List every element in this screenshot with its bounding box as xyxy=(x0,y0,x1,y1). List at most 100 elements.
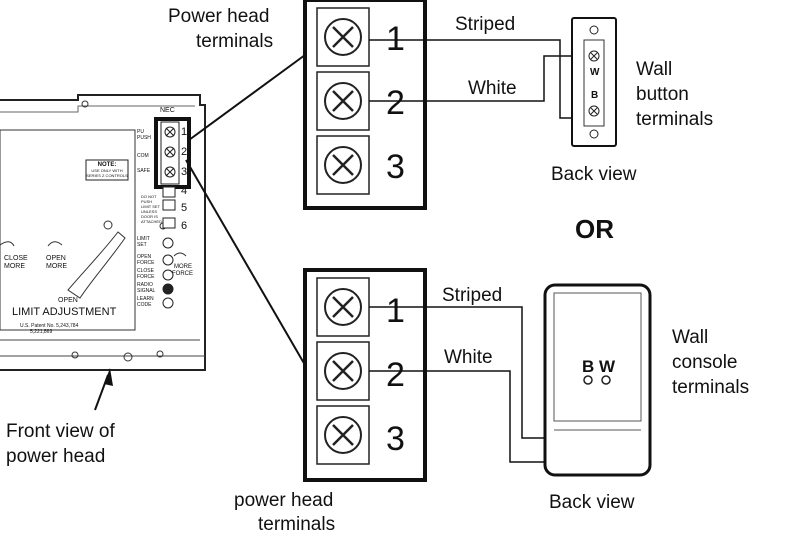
power-head-front-view: NOTE: USE ONLY WITH SERIES Z CONTROLS CL… xyxy=(0,94,206,467)
b-terminal-screw-cross xyxy=(590,107,598,115)
nec-label: NEC xyxy=(160,107,175,114)
patent-label-2: 5,221,869 xyxy=(30,329,52,335)
wall-button-label-line1: Wall xyxy=(636,59,672,80)
small-terminal-number: 6 xyxy=(181,220,187,232)
front-view-label-line1: Front view of xyxy=(6,421,115,442)
back-view-label-top: Back view xyxy=(551,164,637,185)
open-more-label-2: MORE xyxy=(46,263,67,270)
radio-signal-led xyxy=(162,283,174,295)
wall-button-label-line3: terminals xyxy=(636,109,713,130)
do-not-push-label: PUSH xyxy=(141,199,152,204)
or-label: OR xyxy=(575,214,614,244)
terminal-number-2: 2 xyxy=(386,84,405,122)
radio-signal-label: SIGNAL xyxy=(137,288,156,294)
screw-icon xyxy=(123,352,133,362)
front-view-label-line2: power head xyxy=(6,446,105,467)
terminal-block-bottom: 1 2 3 xyxy=(303,268,427,482)
small-terminal-screw-3 xyxy=(164,166,176,178)
close-force-label: CLOSE xyxy=(137,268,155,274)
screw-icon xyxy=(156,350,164,358)
wall-console-label-line2: console xyxy=(672,352,738,373)
w-terminal-screw-icon xyxy=(588,50,600,62)
close-more-label-2: MORE xyxy=(4,263,25,270)
terminal-number-1: 1 xyxy=(386,20,405,58)
small-terminal-number: 3 xyxy=(181,166,187,178)
terminal-square xyxy=(162,199,176,211)
more-force-label: FORCE xyxy=(172,271,193,277)
do-not-push-label: DO NOT xyxy=(141,194,157,199)
arrowhead-icon xyxy=(104,368,113,386)
wall-console-label-line3: terminals xyxy=(672,377,749,398)
small-terminal-number: 1 xyxy=(181,126,187,138)
terminal-number-1: 1 xyxy=(386,292,405,330)
w-terminal-screw-cross xyxy=(590,52,598,60)
console-w-label: W xyxy=(599,357,616,376)
small-terminal-number: 2 xyxy=(181,146,187,158)
leader-line-top xyxy=(188,54,306,141)
open-force-dial xyxy=(162,254,174,266)
wall-console-panel xyxy=(553,292,642,422)
console-w-screw-icon xyxy=(601,375,611,385)
power-head-terminals-bottom-line1: power head xyxy=(234,490,333,511)
open-force-label: OPEN xyxy=(137,254,152,260)
wall-button-body xyxy=(583,39,605,127)
note-line2: SERIES Z CONTROLS xyxy=(86,173,128,178)
more-force-arrow-icon xyxy=(173,252,187,257)
leader-line-bottom xyxy=(185,159,306,366)
note-box xyxy=(85,159,129,181)
mount-screw-icon xyxy=(589,129,599,139)
panel-side-label: PUSH xyxy=(137,135,151,141)
panel-side-label: PU xyxy=(137,129,144,135)
terminal-number-2: 2 xyxy=(386,356,405,394)
white-wire-top xyxy=(369,55,588,102)
striped-label-bottom: Striped xyxy=(442,285,502,306)
power-head-label-area xyxy=(0,129,136,331)
mount-screw-icon xyxy=(589,25,599,35)
limit-set-label: SET xyxy=(137,242,147,248)
power-head-terminals-top-line2: terminals xyxy=(196,31,273,52)
power-head-terminals-bottom-line2: terminals xyxy=(258,514,335,533)
terminal-screw-icon xyxy=(316,71,370,131)
white-label-top: White xyxy=(468,78,517,99)
wall-console-label-line1: Wall xyxy=(672,327,708,348)
limit-set-button xyxy=(162,237,174,249)
learn-code-label: CODE xyxy=(137,302,152,308)
small-terminal-number: 4 xyxy=(181,185,187,197)
open-more-arrow-icon xyxy=(47,241,63,247)
terminal-screw-icon xyxy=(316,277,370,337)
note-title: NOTE: xyxy=(98,162,117,168)
terminal-screw-icon xyxy=(316,135,370,195)
wall-button-label-line2: button xyxy=(636,84,689,105)
terminal-square xyxy=(162,217,176,229)
screw-icon xyxy=(103,220,113,230)
do-not-push-label: LIMIT SET xyxy=(141,204,161,209)
button-b-label: B xyxy=(591,90,598,101)
terminal-block-small xyxy=(160,121,180,185)
power-head-terminals-top-line1: Power head xyxy=(168,6,269,27)
do-not-push-label: ATTACHED xyxy=(141,219,162,224)
patent-label: U.S. Patent No. 5,243,784 xyxy=(20,323,79,329)
terminal-screw-icon xyxy=(316,405,370,465)
open-more-label: OPEN xyxy=(46,255,66,262)
more-force-label: MORE xyxy=(174,264,192,270)
console-b-label: B xyxy=(582,357,594,376)
button-w-label: W xyxy=(590,67,600,78)
terminal-screw-icon xyxy=(316,7,370,67)
open-label: OPEN xyxy=(58,297,78,304)
learn-code-label: LEARN xyxy=(137,296,154,302)
screw-icon xyxy=(71,351,79,359)
small-terminal-screw-1 xyxy=(164,126,176,138)
terminal-number-3: 3 xyxy=(386,148,405,186)
limit-set-label: LIMIT xyxy=(137,236,150,242)
console-b-screw-icon xyxy=(583,375,593,385)
close-more-arrow-icon xyxy=(0,241,15,247)
small-terminal-number: 5 xyxy=(181,202,187,214)
screw-icon xyxy=(81,100,89,108)
panel-side-label: SAFE xyxy=(137,168,151,174)
open-force-label: FORCE xyxy=(137,260,155,266)
terminal-number-3: 3 xyxy=(386,420,405,458)
b-terminal-screw-icon xyxy=(588,105,600,117)
close-force-label: FORCE xyxy=(137,274,155,280)
